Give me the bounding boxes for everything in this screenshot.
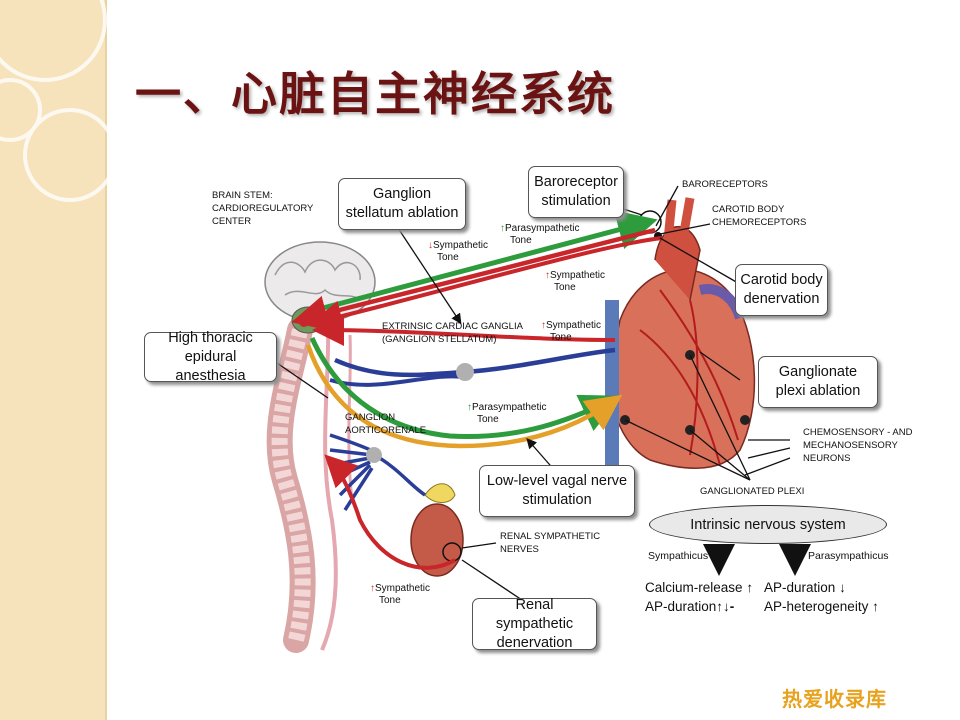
ganglionated-plexi-label: GANGLIONATED PLEXI xyxy=(700,486,805,497)
tone-word: Sympathetic xyxy=(546,320,602,331)
high-thoracic-epidural-box: High thoracic epidural anesthesia xyxy=(144,330,277,384)
sympathicus-label: Sympathicus xyxy=(648,550,709,562)
tone-word: Parasympathetic xyxy=(505,223,580,234)
sympathetic-line-mid xyxy=(312,314,616,347)
brain-stem-label-3: CENTER xyxy=(212,216,252,227)
renal-sympathetic-denervation-box: Renal sympathetic denervation xyxy=(472,597,597,651)
ganglion-aorticorenale-label-1: GANGLION xyxy=(345,412,396,423)
ganglion-aorticorenale-label-2: AORTICORENALE xyxy=(345,425,427,436)
brain-stem-label-1: BRAIN STEM: xyxy=(212,190,273,201)
sympathetic-efferent-line xyxy=(334,347,616,378)
extrinsic-ganglia-label-2: (GANGLION STELLATUM) xyxy=(382,334,497,345)
baroreceptor-stimulation-box: Baroreceptor stimulation xyxy=(528,166,624,218)
pointer-lines xyxy=(276,185,791,601)
arrow-up-icon: ↑ xyxy=(545,270,550,281)
ap-duration-left-effect: AP-duration↑↓- xyxy=(645,597,734,616)
intrinsic-nervous-system-ellipse: Intrinsic nervous system xyxy=(649,505,887,544)
arrow-up-icon: ↑ xyxy=(541,320,546,331)
chemosensory-label-2: MECHANOSENSORY xyxy=(803,440,898,451)
renal-nerves-label-2: NERVES xyxy=(500,544,539,555)
aorticorenal-ganglion-node xyxy=(366,447,382,463)
vagal-stimulation-line xyxy=(305,344,623,449)
tone-label: Tone xyxy=(554,282,576,293)
tone-label: Tone xyxy=(510,235,532,246)
stellate-ganglion-node xyxy=(456,363,474,381)
carotid-body-label-2: CHEMORECEPTORS xyxy=(712,217,807,228)
ap-duration-right-effect: AP-duration ↓ xyxy=(764,578,846,597)
renal-nerves-label-1: RENAL SYMPATHETIC xyxy=(500,531,601,542)
calcium-release-effect: Calcium-release ↑ xyxy=(645,578,753,597)
sympathetic-tone-up-mid-annotation: ↑Sympathetic Tone xyxy=(545,270,605,294)
arrow-down-icon: ↓ xyxy=(839,580,846,595)
effect-label: AP-duration xyxy=(764,580,836,595)
parasympathetic-vagal-line xyxy=(309,336,622,439)
arrow-up-down-dash-icon: ↑↓- xyxy=(716,599,735,614)
effect-label: AP-duration xyxy=(645,599,717,614)
brain-illustration xyxy=(264,241,376,334)
sympathetic-tone-up-right-annotation: ↑Sympathetic Tone xyxy=(541,320,601,344)
sympathetic-afferent-line-top xyxy=(291,227,656,331)
tone-label: Tone xyxy=(437,252,459,263)
chemosensory-label-3: NEURONS xyxy=(803,453,851,464)
carotid-body-denervation-box: Carotid body denervation xyxy=(735,264,828,316)
arrow-up-icon: ↑ xyxy=(872,599,879,614)
extrinsic-ganglia-label-1: EXTRINSIC CARDIAC GANGLIA xyxy=(382,321,523,332)
renal-sympathetic-afferent xyxy=(324,454,456,570)
parasympathicus-label: Parasympathicus xyxy=(808,550,889,562)
sympathetic-tone-down-annotation: ↓Sympathetic Tone xyxy=(428,240,488,264)
ganglionate-plexi-ablation-box: Ganglionate plexi ablation xyxy=(758,356,878,408)
baroreceptors-label: BARORECEPTORS xyxy=(682,179,768,190)
slide-title: 一、心脏自主神经系统 xyxy=(135,67,615,121)
tone-word: Sympathetic xyxy=(375,583,431,594)
tone-word: Sympathetic xyxy=(550,270,606,281)
intrinsic-title: Intrinsic nervous system xyxy=(690,516,846,533)
arrow-down-icon: ↓ xyxy=(428,240,433,251)
tone-word: Parasympathetic xyxy=(472,402,547,413)
parasympathetic-tone-up-top-annotation: ↑Parasympathetic Tone xyxy=(500,223,579,247)
parasympathetic-afferent-line xyxy=(307,210,658,315)
carotid-body-label-1: CAROTID BODY xyxy=(712,204,785,215)
kidney-illustration xyxy=(410,483,464,577)
watermark-logo: 热爱收录库 xyxy=(782,687,887,711)
effect-label: AP-heterogeneity xyxy=(764,599,869,614)
heart-illustration xyxy=(605,197,756,470)
decorative-circles xyxy=(0,0,117,202)
tone-label: Tone xyxy=(550,332,572,343)
chemosensory-label-1: CHEMOSENSORY - AND xyxy=(803,427,913,438)
low-level-vagal-stimulation-box: Low-level vagal nerve stimulation xyxy=(479,465,635,517)
ganglion-stellatum-ablation-box: Ganglion stellatum ablation xyxy=(338,178,466,230)
brain-stem-label-2: CARDIOREGULATORY xyxy=(212,203,314,214)
renal-efferent-branches xyxy=(329,433,426,511)
decorative-side-stripe xyxy=(0,0,105,720)
ap-heterogeneity-effect: AP-heterogeneity ↑ xyxy=(764,597,879,616)
sympathetic-tone-up-renal-annotation: ↑Sympathetic Tone xyxy=(370,583,430,607)
sympathetic-efferent-line-2 xyxy=(329,374,471,387)
arrow-up-icon: ↑ xyxy=(500,223,505,234)
arrow-up-icon: ↑ xyxy=(746,580,754,595)
effect-label: Calcium-release xyxy=(645,580,743,595)
sympathetic-afferent-line-carotid xyxy=(310,236,663,332)
tone-label: Tone xyxy=(379,595,401,606)
stripe-divider xyxy=(105,0,107,720)
tone-word: Sympathetic xyxy=(433,240,489,251)
tone-label: Tone xyxy=(477,414,499,425)
arrow-up-icon: ↑ xyxy=(467,402,472,413)
arrow-up-icon: ↑ xyxy=(370,583,375,594)
parasympathetic-tone-up-low-annotation: ↑Parasympathetic Tone xyxy=(467,402,546,426)
